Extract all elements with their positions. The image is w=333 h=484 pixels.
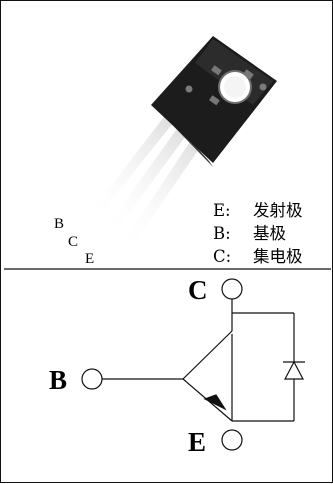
legend-code-c: C: [213,247,231,266]
transistor-package-illustration [93,36,277,245]
diode-triangle [284,360,304,380]
legend-code-e: E: [213,201,231,220]
base-terminal [81,368,103,390]
transistor-schematic [81,278,305,451]
package-leads [93,113,205,245]
package-mark-left [185,85,193,93]
emitter-terminal [221,429,243,451]
schematic-label-c: C [188,275,208,305]
package-mark-right [259,83,267,91]
pin-label-e: E [85,251,94,267]
collector-leg [182,330,233,380]
schematic-label-b: B [49,365,67,395]
pin-label-b: B [54,216,64,232]
pin-label-c: C [68,234,78,250]
pin-legend: E: 发射极 B: 基极 C: 集电极 [213,201,303,266]
legend-meaning-e: 发射极 [253,201,303,220]
collector-terminal [221,278,243,300]
emitter-arrow [203,394,227,411]
legend-meaning-b: 基极 [253,224,286,243]
legend-meaning-c: 集电极 [253,247,303,266]
schematic-label-e: E [188,427,206,457]
legend-code-b: B: [213,224,231,243]
